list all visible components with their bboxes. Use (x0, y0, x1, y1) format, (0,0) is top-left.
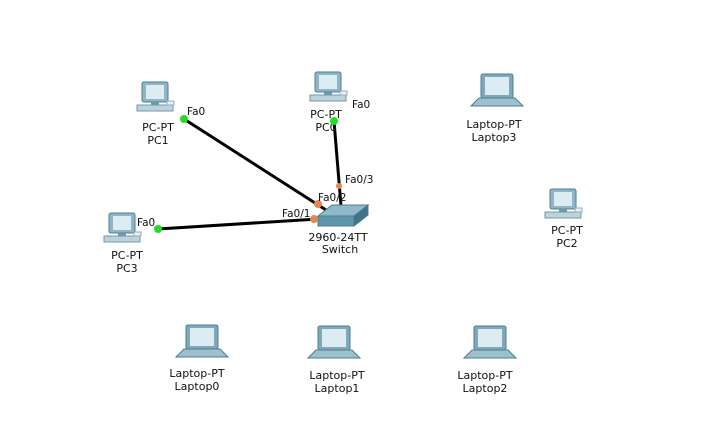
device-laptop1[interactable]: Laptop-PT Laptop1 (307, 325, 365, 395)
port-indicator-switch-fa0-3 (336, 183, 342, 189)
link-pc1-switch[interactable] (183, 117, 327, 212)
link-pc3-switch[interactable] (157, 217, 319, 231)
device-model: Laptop-PT (309, 369, 364, 382)
laptop-icon (175, 324, 229, 358)
device-pc0[interactable]: PC-PT PC0 (309, 71, 348, 134)
device-name: Laptop1 (315, 382, 360, 395)
device-name: Laptop2 (463, 382, 508, 395)
device-name: Laptop3 (472, 131, 517, 144)
device-laptop0[interactable]: Laptop-PT Laptop0 (169, 324, 229, 393)
device-pc2[interactable]: PC-PT PC2 (544, 188, 583, 250)
device-model: PC-PT (111, 249, 143, 262)
port-indicator-pc3 (154, 225, 162, 233)
device-name: PC1 (147, 134, 168, 147)
port-label: Fa0 (187, 106, 205, 118)
port-label: Fa0/1 (282, 208, 310, 220)
pc-icon (309, 71, 348, 102)
port-indicator-pc0 (330, 117, 338, 125)
port-label: Fa0 (137, 217, 155, 229)
device-pc1[interactable]: PC-PT PC1 (136, 81, 175, 147)
device-name: Switch (322, 243, 358, 256)
device-model: Laptop-PT (169, 367, 224, 380)
link-pc0-switch[interactable] (332, 120, 343, 207)
laptop-icon (307, 325, 361, 359)
device-model: Laptop-PT (457, 369, 512, 382)
device-name: PC0 (315, 121, 336, 134)
device-name: PC2 (556, 237, 577, 250)
device-model: 2960-24TT (308, 231, 367, 244)
port-label: Fa0/3 (345, 174, 373, 186)
laptop-icon (470, 73, 524, 107)
device-name: PC3 (116, 262, 137, 275)
device-laptop3[interactable]: Laptop-PT Laptop3 (466, 73, 524, 144)
pc-icon (103, 212, 142, 243)
pc-icon (544, 188, 583, 219)
port-indicator-switch-fa0-1 (310, 215, 318, 223)
device-model: PC-PT (551, 224, 583, 237)
device-laptop2[interactable]: Laptop-PT Laptop2 (457, 325, 517, 395)
port-indicator-pc1 (180, 115, 188, 123)
device-model: PC-PT (142, 121, 174, 134)
device-switch[interactable]: 2960-24TT Switch (308, 203, 370, 256)
device-model: Laptop-PT (466, 118, 521, 131)
switch-icon (316, 203, 370, 228)
pc-icon (136, 81, 175, 112)
port-indicator-switch-fa0-2 (314, 200, 322, 208)
port-label: Fa0 (352, 99, 370, 111)
device-pc3[interactable]: PC-PT PC3 (103, 212, 143, 275)
port-label: Fa0/2 (318, 192, 346, 204)
device-name: Laptop0 (175, 380, 220, 393)
laptop-icon (463, 325, 517, 359)
